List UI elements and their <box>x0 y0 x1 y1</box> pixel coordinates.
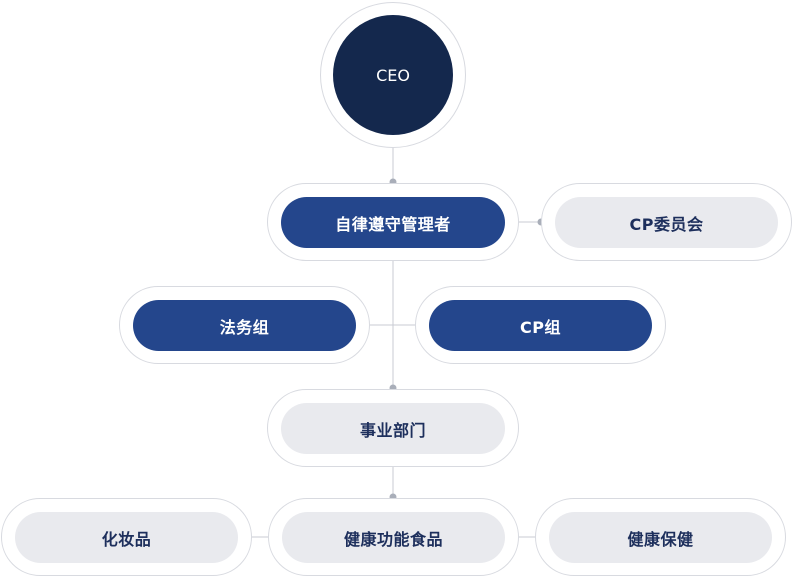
ceo-label: CEO <box>376 65 410 85</box>
legal-team-node: 法务组 <box>133 300 356 351</box>
cp-team-label: CP组 <box>520 317 561 337</box>
health-functional-food-node: 健康功能食品 <box>282 512 505 563</box>
compliance-manager-node: 自律遵守管理者 <box>281 197 505 248</box>
cosmetics-node: 化妆品 <box>15 512 238 563</box>
legal-team-label: 法务组 <box>219 317 270 337</box>
health-functional-food-label: 健康功能食品 <box>343 529 443 549</box>
ceo-node: CEO <box>333 15 453 135</box>
cosmetics-label: 化妆品 <box>101 529 152 549</box>
cp-team-node: CP组 <box>429 300 652 351</box>
cp-committee-label: CP委员会 <box>629 214 704 234</box>
business-division-node: 事业部门 <box>281 403 505 454</box>
cp-committee-node: CP委员会 <box>555 197 778 248</box>
health-care-label: 健康保健 <box>627 529 694 549</box>
business-division-label: 事业部门 <box>359 420 426 440</box>
compliance-manager-label: 自律遵守管理者 <box>335 214 451 234</box>
health-care-node: 健康保健 <box>549 512 772 563</box>
